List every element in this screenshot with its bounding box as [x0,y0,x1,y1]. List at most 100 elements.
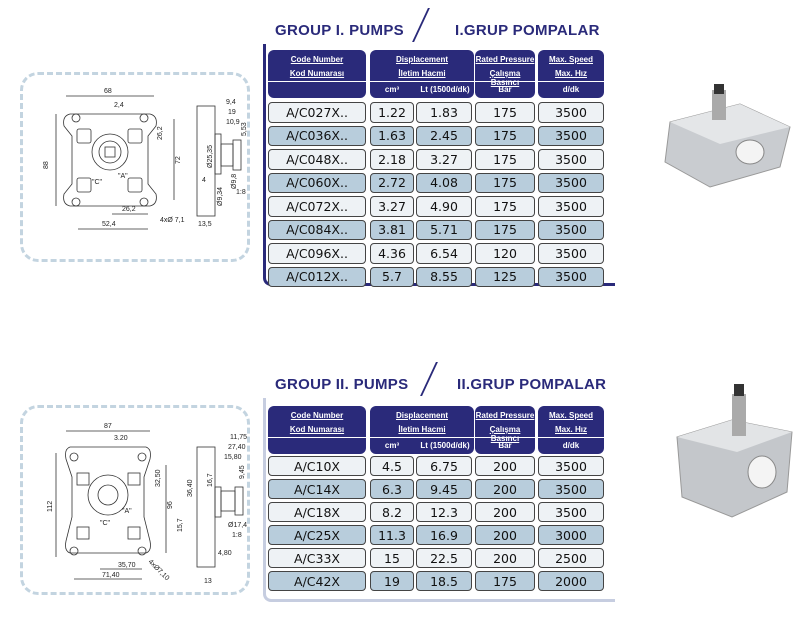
cell-rated-pressure: 175 [475,196,535,217]
group-1-pump-photo [664,84,791,188]
svg-text:"C": "C" [92,179,103,186]
cell-rated-pressure: 175 [475,219,535,240]
cell-displacement-cm3: 3.81 [370,219,414,240]
cell-max-speed: 2500 [538,548,604,568]
cell-max-speed: 3500 [538,502,604,522]
svg-text:112: 112 [47,501,54,512]
cell-displacement-cm3: 11.3 [370,525,414,545]
cell-code-number: A/C10X [268,456,366,476]
group-1-drawing-frame [20,72,250,262]
svg-text:"A": "A" [118,173,128,180]
cell-displacement-cm3: 1.63 [370,125,414,146]
svg-text:Ø17,4: Ø17,4 [228,522,247,529]
cell-displacement-cm3: 2.18 [370,149,414,170]
cell-code-number: A/C027X.. [268,102,366,123]
cell-displacement-lt: 16.9 [416,525,472,545]
header-cm3: cm³ [384,85,400,94]
group-2-table-frame [263,398,615,602]
svg-text:2,4: 2,4 [114,102,124,109]
svg-text:36,40: 36,40 [187,479,194,497]
cell-rated-pressure: 120 [475,243,535,264]
svg-text:Ø9,34: Ø9,34 [217,187,224,206]
svg-text:4xØ7,10: 4xØ7,10 [147,558,171,582]
cell-code-number: A/C33X [268,548,366,568]
cell-rated-pressure: 175 [475,149,535,170]
svg-text:"C": "C" [100,520,111,527]
svg-text:4xØ 7,1: 4xØ 7,1 [160,217,185,224]
svg-text:9,45: 9,45 [239,465,246,479]
header-divider [268,81,604,82]
header-press1: Rated Pressure [475,55,535,64]
cell-displacement-cm3: 6.3 [370,479,414,499]
cell-rated-pressure: 200 [475,548,535,568]
header-dk: d/dk [562,441,580,450]
svg-text:26,2: 26,2 [122,206,136,213]
cell-code-number: A/C012X.. [268,266,366,287]
svg-text:Ø25,35: Ø25,35 [207,145,214,168]
cell-code-number: A/C25X [268,525,366,545]
cell-code-number: A/C14X [268,479,366,499]
header-disp1: Displacement [395,411,449,420]
cell-max-speed: 3500 [538,196,604,217]
svg-text:87: 87 [104,423,112,430]
header-speed1: Max. Speed [548,411,593,420]
header-code1: Code Number [290,411,344,420]
header-dk: d/dk [562,85,580,94]
svg-text:4: 4 [202,177,206,184]
svg-text:96: 96 [167,501,174,509]
cell-displacement-cm3: 5.7 [370,266,414,287]
svg-text:27,40: 27,40 [228,444,246,451]
cell-max-speed: 3500 [538,243,604,264]
group-2-drawing-frame [20,405,250,595]
cell-rated-pressure: 200 [475,456,535,476]
svg-text:68: 68 [104,88,112,95]
cell-displacement-lt: 2.45 [416,125,472,146]
group-1-title-en: GROUP I. PUMPS [275,22,404,39]
group-2-pump-photo [676,384,793,518]
svg-text:26,2: 26,2 [157,126,164,140]
cell-max-speed: 3500 [538,219,604,240]
header-code1: Code Number [290,55,344,64]
header-speed1: Max. Speed [548,55,593,64]
cell-code-number: A/C084X.. [268,219,366,240]
cell-displacement-lt: 18.5 [416,571,472,591]
cell-max-speed: 2000 [538,571,604,591]
cell-rated-pressure: 175 [475,102,535,123]
cell-code-number: A/C048X.. [268,149,366,170]
cell-rated-pressure: 175 [475,172,535,193]
header-speed2: Max. Hız [554,69,587,78]
cell-displacement-lt: 5.71 [416,219,472,240]
svg-text:72: 72 [175,156,182,164]
header-divider [268,437,604,438]
svg-text:1:8: 1:8 [236,189,246,196]
cell-displacement-lt: 9.45 [416,479,472,499]
header-lt: Lt (1500d/dk) [420,85,470,94]
svg-text:9,4: 9,4 [226,99,236,106]
title-divider [420,362,438,396]
cell-displacement-cm3: 19 [370,571,414,591]
header-disp2: İletim Hacmi [398,69,446,78]
header-bar: Bar [498,85,512,94]
title-divider [412,8,430,42]
header-press2: Çalışma Basıncı [489,69,521,87]
cell-max-speed: 3500 [538,125,604,146]
cell-displacement-lt: 12.3 [416,502,472,522]
cell-rated-pressure: 200 [475,502,535,522]
cell-code-number: A/C036X.. [268,125,366,146]
cell-displacement-cm3: 15 [370,548,414,568]
svg-text:11,75: 11,75 [230,434,247,441]
cell-max-speed: 3500 [538,172,604,193]
cell-rated-pressure: 175 [475,571,535,591]
svg-text:4,80: 4,80 [218,550,232,557]
svg-text:3.20: 3.20 [114,435,128,442]
svg-text:"A": "A" [122,508,132,515]
